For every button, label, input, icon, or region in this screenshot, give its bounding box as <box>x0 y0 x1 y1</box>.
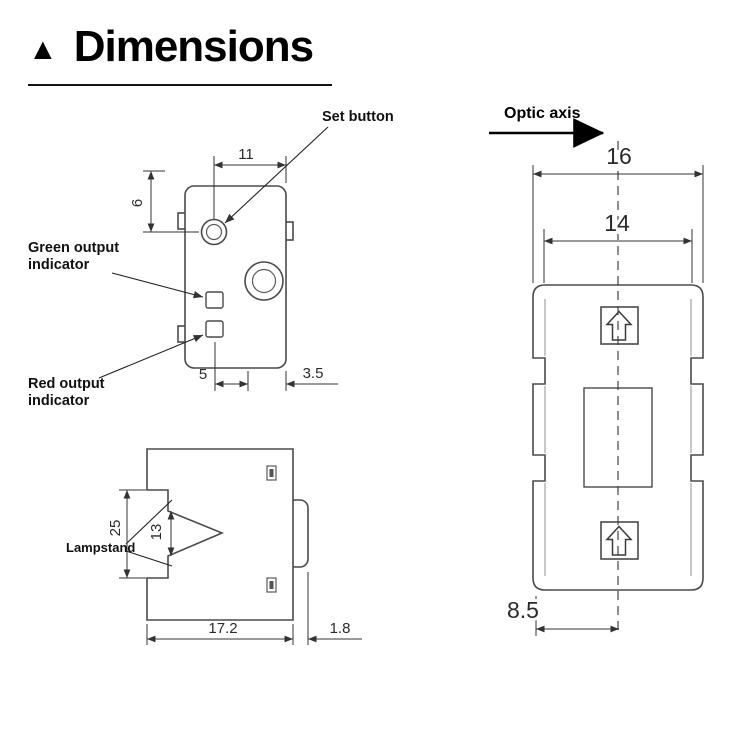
lampstand-leader-top <box>125 499 173 545</box>
red-indicator <box>205 320 224 338</box>
page-header: ▲ Dimensions <box>28 22 314 72</box>
lampstand-leader-bottom <box>125 550 173 567</box>
optic-axis-label: Optic axis <box>504 105 581 122</box>
dim-front-button-offset: 6 <box>129 170 199 233</box>
green-output-label-line2: indicator <box>28 257 90 273</box>
dim-11-text: 11 <box>238 146 254 163</box>
triangle-icon: ▲ <box>28 33 58 66</box>
dim-13-text: 13 <box>148 524 165 541</box>
red-output-label-line1: Red output <box>28 376 105 392</box>
set-button-leader <box>224 126 329 224</box>
body-inner-edges <box>544 299 692 576</box>
dim-25-text: 25 <box>107 520 124 537</box>
dim-side-notch-height: 13 <box>148 511 175 556</box>
lens-inner-circle <box>251 268 277 294</box>
side-slot-bottom <box>266 577 277 593</box>
dim-5-text: 5 <box>199 366 207 383</box>
dim-16-text: 16 <box>606 143 632 169</box>
set-button-inner-circle <box>205 223 223 241</box>
side-view: Lampstand 25 13 17.2 <box>66 448 362 645</box>
lens-circle <box>244 261 284 301</box>
title-underline <box>28 84 332 86</box>
dim-6-text: 6 <box>129 199 146 207</box>
dim-top-outer-width: 16 <box>532 140 704 283</box>
top-view: Optic axis 16 14 <box>489 105 704 636</box>
dim-front-bottom-left: 5 <box>199 342 249 391</box>
up-arrow-icon-top <box>605 310 633 341</box>
red-output-leader <box>98 334 204 379</box>
dim-front-bottom-right: 3.5 <box>285 365 338 391</box>
dim-front-top-width: 11 <box>213 146 287 219</box>
red-output-label-line2: indicator <box>28 393 90 409</box>
side-slot-bottom-fill <box>269 581 274 589</box>
front-view: 11 6 5 3.5 Set butto <box>28 109 394 409</box>
dim-17_2-text: 17.2 <box>208 620 237 637</box>
dim-14-text: 14 <box>604 210 630 236</box>
dim-top-inner-width: 14 <box>543 207 693 283</box>
dim-side-slot-height: 25 <box>107 489 146 579</box>
page-title: Dimensions <box>73 22 314 71</box>
dim-top-axis-offset: 8.5 <box>504 594 619 636</box>
dim-side-width: 17.2 <box>146 620 294 645</box>
dim-1_8-text: 1.8 <box>330 620 351 637</box>
green-indicator <box>205 291 224 309</box>
up-arrow-icon-bottom <box>605 525 633 556</box>
dim-3_5-text: 3.5 <box>303 365 324 382</box>
lampstand-label: Lampstand <box>66 540 135 555</box>
set-button-label: Set button <box>322 109 394 125</box>
set-button-circle <box>200 218 228 246</box>
dim-8_5-text: 8.5 <box>507 597 539 623</box>
side-profile <box>146 448 294 621</box>
green-output-leader <box>111 272 204 299</box>
dim-side-lens-depth: 1.8 <box>307 572 362 645</box>
side-slot-top <box>266 465 277 481</box>
side-slot-top-fill <box>269 469 274 477</box>
green-output-label-line1: Green output <box>28 240 119 256</box>
